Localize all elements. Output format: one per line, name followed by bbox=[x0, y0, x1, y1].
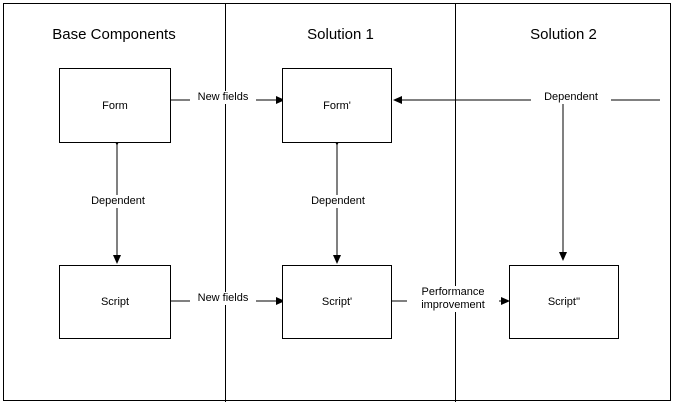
edge-label-performance-line1: Performance bbox=[421, 286, 485, 298]
node-script-double-prime-label: Script'' bbox=[547, 296, 581, 308]
column-title-solution-2: Solution 2 bbox=[530, 26, 597, 43]
node-script-prime-label: Script' bbox=[321, 296, 353, 308]
node-form-label: Form bbox=[102, 99, 128, 112]
node-form-prime[interactable]: Form' bbox=[282, 68, 392, 143]
column-title-base-components: Base Components bbox=[52, 26, 176, 43]
node-form[interactable]: Form bbox=[59, 68, 171, 143]
edge-label-performance-line2: improvement bbox=[421, 299, 485, 311]
edge-label-base-dependent: Dependent bbox=[78, 195, 158, 208]
edge-label-solution1-dependent: Dependent bbox=[298, 195, 378, 208]
diagram-border bbox=[3, 3, 671, 401]
node-script-double-prime[interactable]: Script'' bbox=[509, 265, 619, 339]
node-script-prime[interactable]: Script' bbox=[282, 265, 392, 339]
edge-label-form-to-form-prime: New fields bbox=[190, 91, 256, 104]
column-title-solution-1: Solution 1 bbox=[307, 26, 374, 43]
edge-label-script-to-script-prime: New fields bbox=[190, 292, 256, 305]
edge-label-performance-improvement: Performance improvement bbox=[407, 286, 499, 312]
node-script-label: Script bbox=[100, 296, 130, 308]
node-script[interactable]: Script bbox=[59, 265, 171, 339]
column-divider-1 bbox=[225, 3, 226, 402]
column-divider-2 bbox=[455, 3, 456, 402]
edge-label-solution2-dependent: Dependent bbox=[531, 91, 611, 104]
node-form-prime-label: Form' bbox=[323, 99, 351, 112]
